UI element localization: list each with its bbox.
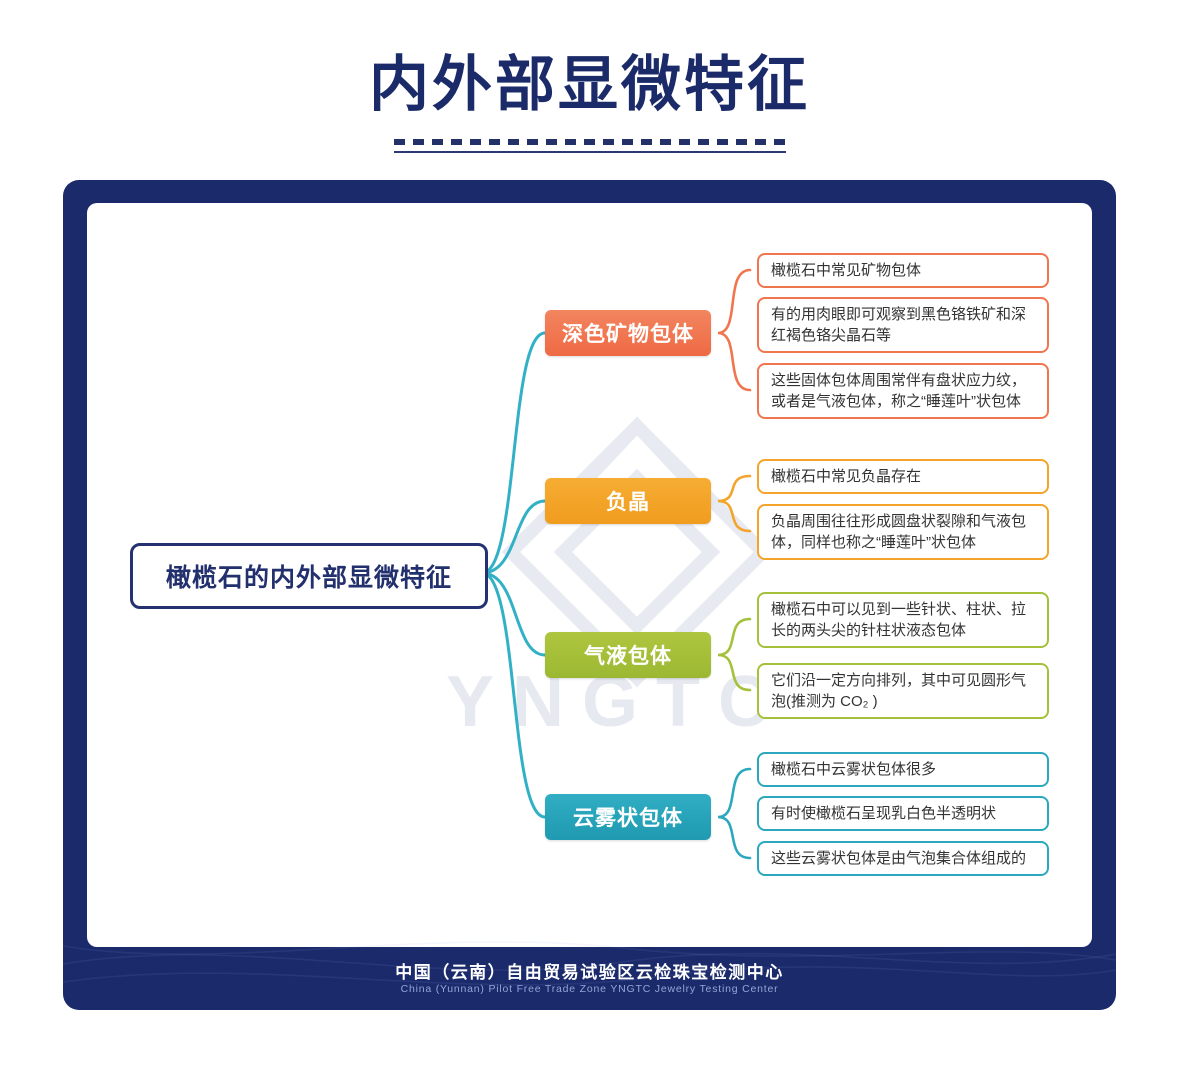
leaf-cloud-1: 橄榄石中云雾状包体很多: [757, 752, 1049, 787]
footer-english-text: China (Yunnan) Pilot Free Trade Zone YNG…: [400, 983, 779, 995]
content-panel: YNGTC 橄榄石的内外部显微特征 深色矿物包体: [87, 203, 1092, 947]
leaf-cloud-2: 有时使橄榄石呈现乳白色半透明状: [757, 796, 1049, 831]
leaf-negative-crystal-1: 橄榄石中常见负晶存在: [757, 459, 1049, 494]
branch-cloud-inclusions: 云雾状包体: [545, 794, 711, 840]
leaf-negative-crystal-2: 负晶周围往往形成圆盘状裂隙和气液包体，同样也称之“睡莲叶”状包体: [757, 504, 1049, 560]
page-title: 内外部显微特征: [369, 51, 810, 118]
leaf-dark-mineral-3: 这些固体包体周围常伴有盘状应力纹，或者是气液包体，称之“睡莲叶”状包体: [757, 363, 1049, 419]
leaf-gas-liquid-1: 橄榄石中可以见到一些针状、柱状、拉长的两头尖的针柱状液态包体: [757, 592, 1049, 648]
branch-dark-mineral-inclusions: 深色矿物包体: [545, 310, 711, 356]
title-solid-underline: [394, 151, 786, 153]
leaf-dark-mineral-1: 橄榄石中常见矿物包体: [757, 253, 1049, 288]
leaf-dark-mineral-2: 有的用肉眼即可观察到黑色铬铁矿和深红褐色铬尖晶石等: [757, 297, 1049, 353]
brace-dark-mineral: [717, 268, 752, 392]
trunk-curves: [480, 331, 547, 819]
main-card: YNGTC 橄榄石的内外部显微特征 深色矿物包体: [63, 180, 1116, 1010]
branch-negative-crystal: 负晶: [545, 478, 711, 524]
root-node: 橄榄石的内外部显微特征: [130, 543, 488, 609]
branch-gas-liquid-inclusions: 气液包体: [545, 632, 711, 678]
leaf-gas-liquid-2: 它们沿一定方向排列，其中可见圆形气泡(推测为 CO₂ ): [757, 663, 1049, 719]
footer-chinese-text: 中国（云南）自由贸易试验区云检珠宝检测中心: [395, 963, 784, 982]
leaf-cloud-3: 这些云雾状包体是由气泡集合体组成的: [757, 841, 1049, 876]
brace-negative-crystal: [717, 474, 752, 533]
brace-gas-liquid: [717, 617, 752, 692]
brace-cloud: [717, 767, 752, 860]
title-dashed-underline: [394, 139, 786, 145]
